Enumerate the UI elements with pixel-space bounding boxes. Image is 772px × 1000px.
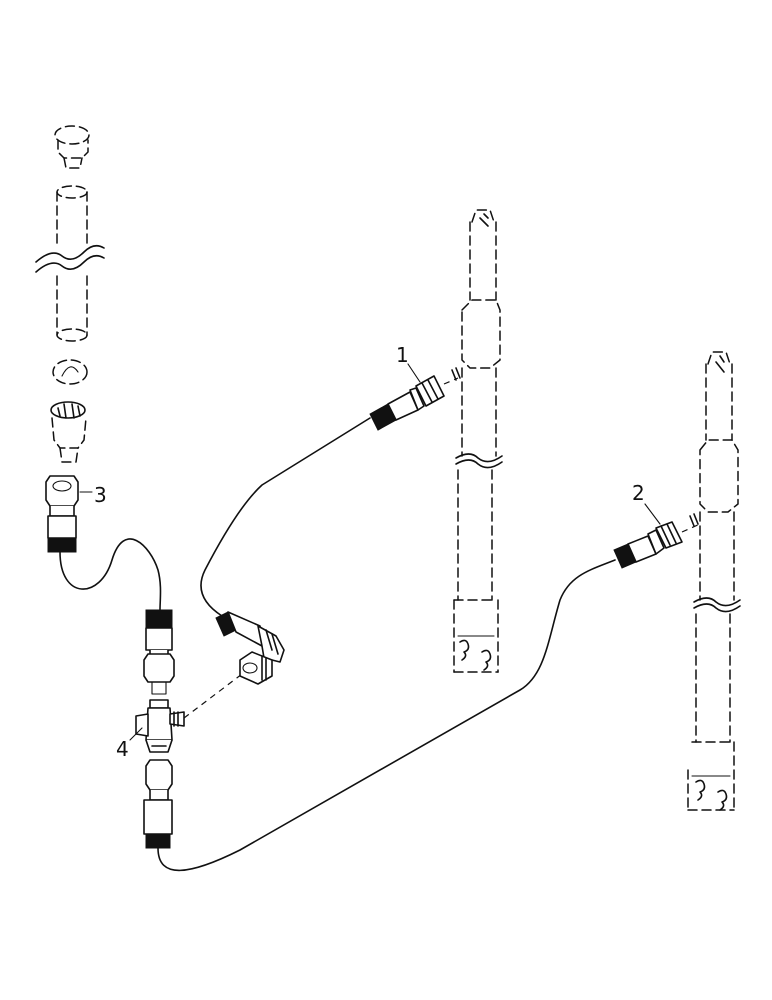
upper-hose-assembly: [200, 367, 461, 685]
leader-lines: [79, 363, 661, 741]
fitting-2: [613, 513, 701, 569]
cylinder-center: [453, 209, 503, 673]
callout-3: 3: [94, 483, 107, 507]
left-dashed-assembly: [35, 125, 105, 463]
callout-4: 4: [116, 737, 129, 761]
tee-fitting-4: [135, 667, 251, 753]
cylinder-right: [687, 351, 741, 811]
callout-1: 1: [396, 343, 409, 367]
fitting-1: [369, 367, 461, 431]
fitting-3-hose: [45, 475, 175, 695]
lower-hose-assembly: [143, 513, 701, 872]
callout-2: 2: [632, 481, 645, 505]
